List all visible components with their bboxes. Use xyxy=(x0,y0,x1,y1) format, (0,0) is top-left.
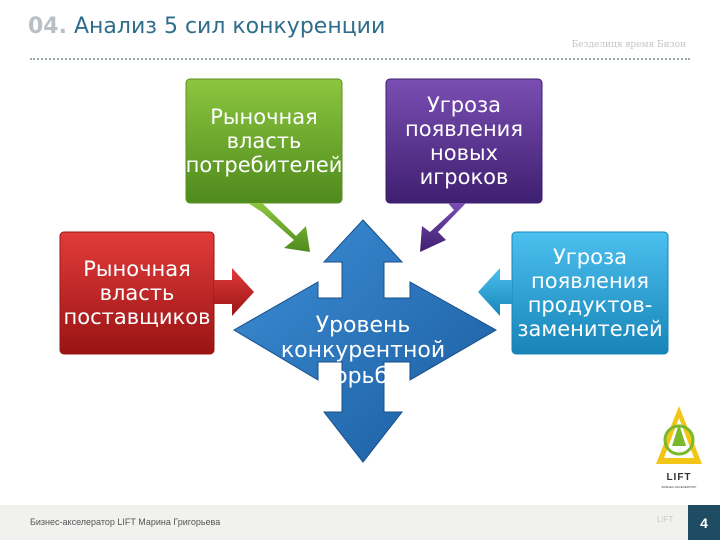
page-number: 4 xyxy=(688,505,720,540)
substitutes-arrow xyxy=(478,268,512,316)
slide-number-label: 04. xyxy=(28,14,67,39)
slide-title: 04. Анализ 5 сил конкуренции xyxy=(28,14,385,39)
slide-title-text: Анализ 5 сил конкуренции xyxy=(73,14,386,39)
buyers-arrow xyxy=(248,203,310,252)
footer-small-label: LIFT xyxy=(657,515,674,524)
logo-name: LIFT xyxy=(666,472,692,483)
header-subtitle: Безделиця время Бизон xyxy=(571,40,686,50)
center-four-way-arrow xyxy=(233,219,498,463)
buyers-label: Рыночная власть потребителей xyxy=(185,104,343,178)
buyers-box xyxy=(185,78,343,204)
buyers-force xyxy=(185,78,343,252)
center-label: Уровень конкурентной борьбы xyxy=(280,313,446,389)
new-entrants-arrow xyxy=(420,203,466,252)
lift-logo-icon xyxy=(656,406,702,464)
footer-bar xyxy=(0,505,720,540)
suppliers-label: Рыночная власть поставщиков xyxy=(63,256,211,330)
substitutes-label: Угроза появления продуктов- заменителей xyxy=(517,244,663,342)
substitutes-force xyxy=(478,231,669,355)
header-divider xyxy=(30,58,690,60)
suppliers-force xyxy=(59,231,254,355)
logo-tagline: БИЗНЕС-АКСЕЛЕРАТОР xyxy=(661,485,697,489)
new-entrants-force xyxy=(385,78,543,252)
new-entrants-label: Угроза появления новых игроков xyxy=(405,92,523,190)
footer-text: Бизнес-акселератор LIFT Марина Григорьев… xyxy=(30,517,221,527)
suppliers-arrow xyxy=(214,268,254,316)
